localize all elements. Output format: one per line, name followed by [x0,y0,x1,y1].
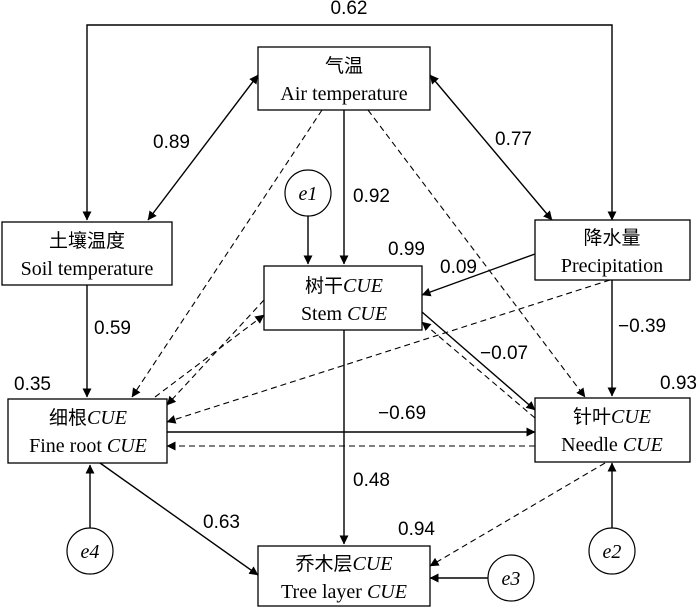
dashed-stem-fine [166,299,265,406]
needle-cue-en: Needle CUE [561,434,663,456]
svg-text:e2: e2 [603,541,622,563]
coef-precip-stem: 0.09 [440,257,477,278]
air-temperature-cn: 气温 [325,55,363,77]
r2-stem: 0.99 [388,239,425,260]
coef-fine-needle: −0.69 [378,403,426,424]
soil-temperature-cn: 土壤温度 [49,230,125,252]
arrow-stem-needle [421,311,536,411]
tree-layer-cue-cn: 乔木层CUE [295,553,392,575]
error-term-e2: e2 [588,527,636,575]
svg-text:e1: e1 [299,183,318,205]
r2-tree-layer: 0.94 [398,519,435,540]
precipitation-cn: 降水量 [583,227,640,249]
coef-air-stem: 0.92 [353,186,390,207]
stem-cue-en: Stem CUE [301,303,387,325]
svg-text:e4: e4 [81,541,100,563]
arrow-soil-precip [82,24,617,221]
coef-stem-tree: 0.48 [353,470,390,491]
coef-precip-needle: −0.39 [618,316,666,337]
dashed-fine-stem [154,314,265,398]
node-soil-temperature: 土壤温度 Soil temperature [1,221,173,286]
node-air-temperature: 气温 Air temperature [257,46,431,111]
precipitation-en: Precipitation [561,255,663,277]
tree-layer-cue-en: Tree layer CUE [281,581,407,603]
coef-stem-needle: −0.07 [480,343,528,364]
node-needle-cue: 针叶CUE Needle CUE [534,397,691,463]
node-stem-cue: 树干CUE Stem CUE [263,265,423,331]
soil-temperature-en: Soil temperature [21,258,154,280]
fine-root-cue-cn: 细根CUE [49,407,127,429]
arrow-air-soil [147,74,259,221]
node-fine-root-cue: 细根CUE Fine root CUE [7,398,168,464]
arrow-fine-tree [99,462,259,576]
node-tree-layer-cue: 乔木层CUE Tree layer CUE [257,545,431,607]
needle-cue-cn: 针叶CUE [573,406,651,428]
error-term-e3: e3 [487,554,535,602]
coef-fine-tree: 0.63 [203,512,240,533]
dashed-air-fine [131,109,323,398]
stem-cue-cn: 树干CUE [305,275,383,297]
error-term-e1: e1 [284,169,332,217]
arrow-precip-stem [421,253,536,297]
coef-soil-fine: 0.59 [94,318,131,339]
air-temperature-en: Air temperature [280,83,407,105]
error-term-e4: e4 [66,527,114,575]
r2-fine-root: 0.35 [14,374,51,395]
coef-air-soil: 0.89 [153,132,190,153]
coef-soil-precip: 0.62 [331,0,368,19]
r2-needle: 0.93 [660,373,697,394]
dashed-needle-stem [421,321,536,419]
arrow-air-precip [429,74,553,221]
dashed-needle-tree [429,462,606,567]
svg-text:e3: e3 [502,568,521,590]
fine-root-cue-en: Fine root CUE [29,435,147,457]
node-precipitation: 降水量 Precipitation [534,219,691,281]
coef-air-precip: 0.77 [495,129,532,150]
dashed-precip-fine [166,279,611,424]
